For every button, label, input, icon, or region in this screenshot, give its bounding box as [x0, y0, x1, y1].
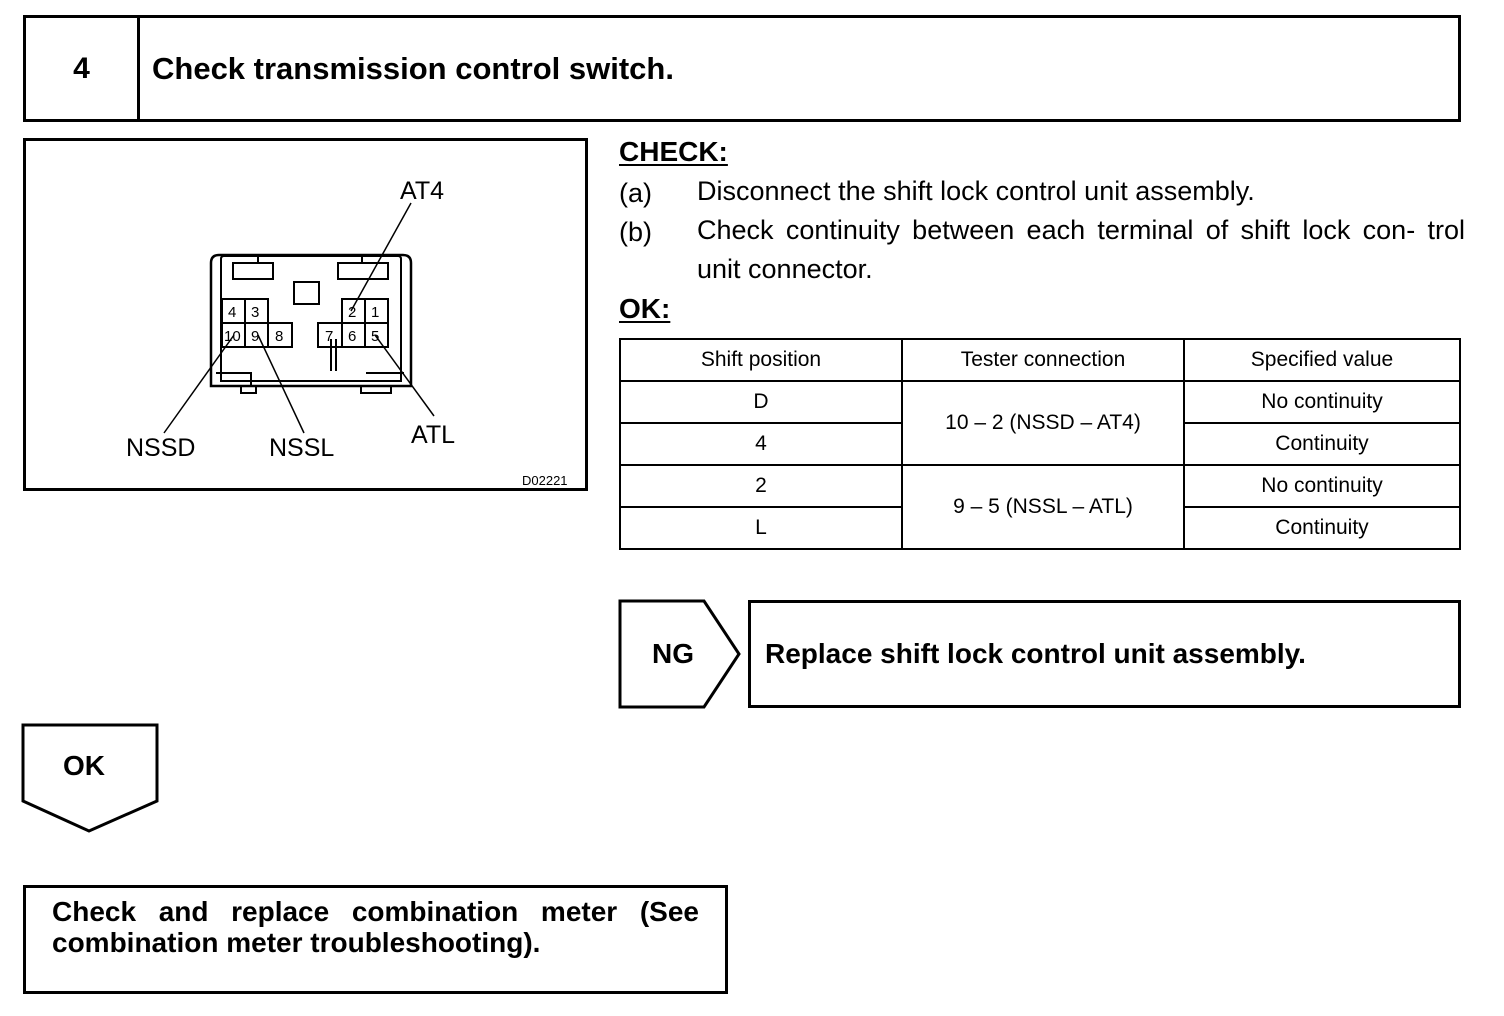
check-item-b-tag: (b): [619, 217, 652, 247]
ng-action: Replace shift lock control unit assembly…: [748, 600, 1461, 708]
label-at4: AT4: [400, 177, 444, 205]
spec-table: Shift position Tester connection Specifi…: [619, 338, 1461, 550]
label-atl: ATL: [411, 421, 455, 449]
final-action: Check and replace combination meter (See…: [23, 885, 728, 994]
pin-10: 10: [224, 328, 241, 345]
cell-position: 4: [619, 422, 903, 466]
ok-arrow-tag: OK: [21, 723, 159, 833]
cell-value: Continuity: [1183, 422, 1461, 466]
pin-1: 1: [371, 304, 379, 321]
check-item-b-text: Check continuity between each terminal o…: [697, 215, 1465, 284]
pin-4: 4: [228, 304, 236, 321]
label-nssd: NSSD: [126, 434, 195, 462]
table-row: 2 9 – 5 (NSSL – ATL) No continuity: [619, 464, 1461, 550]
pin-6: 6: [348, 328, 356, 345]
ok-label: OK: [63, 750, 105, 781]
table-row: D 10 – 2 (NSSD – AT4) No continuity: [619, 380, 1461, 466]
pin-9: 9: [251, 328, 259, 345]
check-item-a-text: Disconnect the shift lock control unit a…: [697, 176, 1255, 206]
cell-value: No continuity: [1183, 380, 1461, 424]
header-specified-value: Specified value: [1183, 338, 1461, 382]
cell-position: L: [619, 506, 903, 550]
header-shift-position: Shift position: [619, 338, 903, 382]
pin-3: 3: [251, 304, 259, 321]
check-item-a-tag: (a): [619, 178, 652, 208]
label-nssl: NSSL: [269, 434, 334, 462]
table-row: 4 Continuity: [619, 422, 1461, 466]
pin-5: 5: [371, 328, 379, 345]
table-row: L Continuity: [619, 506, 1461, 550]
pin-7: 7: [325, 328, 333, 345]
check-heading: CHECK:: [619, 136, 728, 167]
figure-code: D02221: [522, 473, 568, 488]
ng-label: NG: [652, 638, 694, 669]
connector-diagram: 4 3 2 1 10 9 8 7 6 5 AT4 NSSD NSSL ATL D…: [23, 138, 588, 491]
table-header-row: Shift position Tester connection Specifi…: [619, 338, 1461, 382]
step-header: 4 Check transmission control switch.: [23, 15, 1461, 122]
pin-2: 2: [348, 304, 356, 321]
step-number: 4: [26, 18, 140, 119]
cell-position: D: [619, 380, 903, 424]
pin-8: 8: [275, 328, 283, 345]
step-title: Check transmission control switch.: [152, 50, 674, 86]
cell-position: 2: [619, 464, 903, 508]
header-tester-connection: Tester connection: [901, 338, 1185, 382]
connector-illustration: 4 3 2 1 10 9 8 7 6 5 AT4 NSSD NSSL ATL D…: [126, 177, 568, 488]
cell-value: No continuity: [1183, 464, 1461, 508]
cell-connection: 10 – 2 (NSSD – AT4): [901, 380, 1185, 466]
cell-value: Continuity: [1183, 506, 1461, 550]
ok-spec-heading: OK:: [619, 293, 671, 324]
cell-connection: 9 – 5 (NSSL – ATL): [901, 464, 1185, 550]
ng-arrow-tag: NG: [618, 599, 741, 709]
